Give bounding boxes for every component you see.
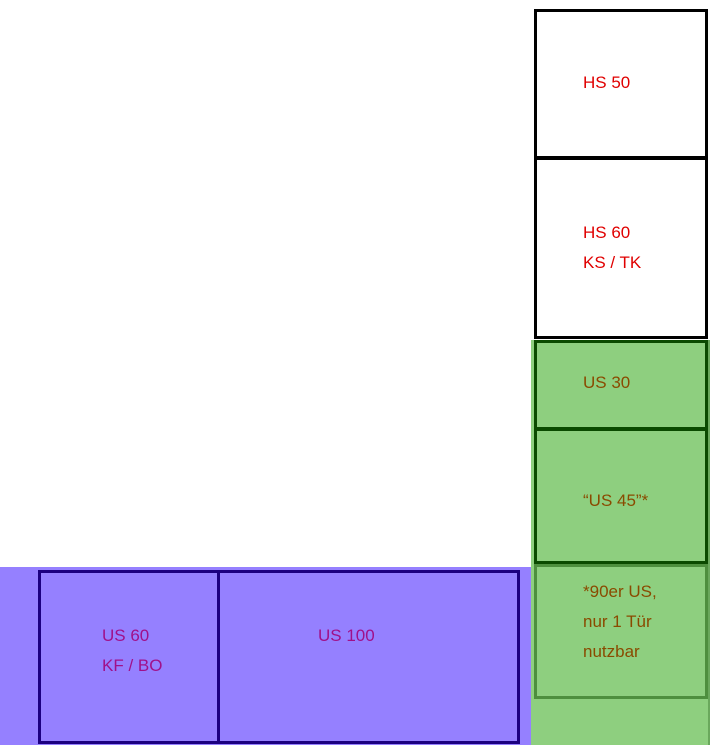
cabinet-us-45: “US 45”* [534, 428, 708, 564]
label-line: US 100 [318, 626, 375, 645]
label-line: “US 45”* [583, 491, 649, 510]
cabinet-label: *90er US, nur 1 Tür nutzbar [583, 577, 657, 667]
label-line: HS 50 [583, 73, 631, 92]
label-line: KF / BO [102, 656, 163, 675]
cabinet-label: HS 50 [583, 68, 630, 98]
cabinet-hs-50: HS 50 [534, 9, 708, 159]
cabinet-us-100: US 100 [217, 570, 520, 744]
label-line: nur 1 Tür [583, 612, 652, 631]
cabinet-label: HS 60 KS / TK [583, 218, 641, 278]
cabinet-label: US 100 [318, 621, 375, 651]
label-line: nutzbar [583, 642, 640, 661]
cabinet-label: “US 45”* [583, 486, 648, 516]
base-zone-purple [0, 567, 532, 745]
cabinet-90er-us-note: *90er US, nur 1 Tür nutzbar [534, 564, 708, 699]
label-line: US 30 [583, 373, 631, 392]
label-line: *90er US, [583, 582, 657, 601]
cabinet-label: US 60 KF / BO [102, 621, 162, 681]
cabinet-us-30: US 30 [534, 340, 708, 430]
cabinet-hs-60: HS 60 KS / TK [534, 157, 708, 339]
cabinet-label: US 30 [583, 368, 630, 398]
cabinet-us-60: US 60 KF / BO [38, 570, 220, 744]
corner-zone-green [531, 340, 710, 745]
label-line: KS / TK [583, 253, 642, 272]
label-line: US 60 [102, 626, 150, 645]
label-line: HS 60 [583, 223, 631, 242]
